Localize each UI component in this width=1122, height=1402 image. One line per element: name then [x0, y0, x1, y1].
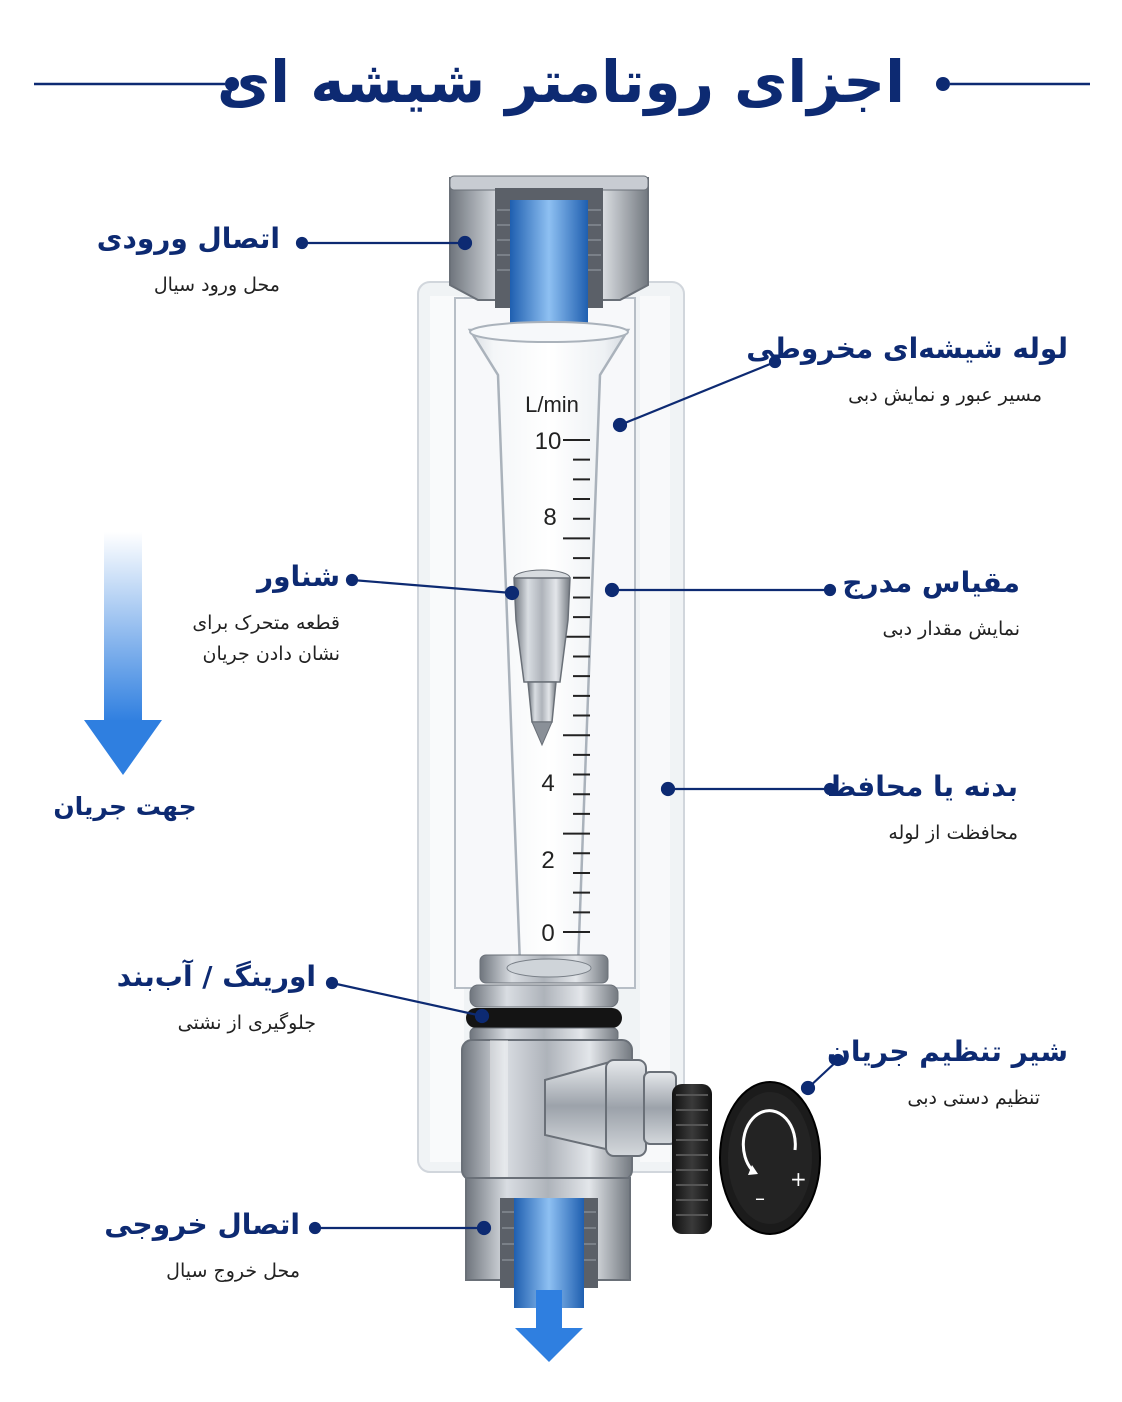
scale-label-10: 10	[535, 428, 562, 455]
outlet-flow-arrow	[515, 1290, 583, 1362]
flow-direction-arrow	[84, 532, 162, 775]
label-body: بدنه یا محافظ محافظت از لوله	[827, 770, 1018, 849]
knob-minus-label: –	[755, 1186, 765, 1210]
scale-ticks	[563, 439, 590, 933]
label-float: شناور قطعه متحرک برای نشان دادن جریان	[192, 560, 340, 670]
float-desc: قطعه متحرک برای نشان دادن جریان	[192, 608, 340, 671]
float	[513, 569, 571, 747]
label-oring: اورینگ / آب‌بند جلوگیری از نشتی	[117, 960, 316, 1039]
float-desc-line1: قطعه متحرک برای	[192, 611, 340, 634]
scale-title: مقیاس مدرج	[842, 566, 1020, 599]
valve-body	[461, 1039, 677, 1181]
page-title: اجزای روتامتر شیشه ای	[217, 48, 905, 116]
float-desc-line2: نشان دادن جریان	[202, 642, 340, 665]
valve-title: شیر تنظیم جریان	[826, 1035, 1068, 1068]
inlet-desc: محل ورود سیال	[153, 273, 280, 296]
scale-desc: نمایش مقدار دبی	[882, 617, 1020, 640]
tube-desc: مسیر عبور و نمایش دبی	[848, 383, 1042, 406]
body-desc: محافظت از لوله	[888, 821, 1018, 844]
label-outlet: اتصال خروجی محل خروج سیال	[104, 1208, 300, 1287]
label-inlet: اتصال ورودی محل ورود سیال	[97, 222, 280, 301]
leader-lines	[295, 235, 845, 1236]
oring-title: اورینگ / آب‌بند	[116, 960, 316, 993]
outlet-fitting	[465, 1177, 631, 1308]
label-valve: شیر تنظیم جریان تنظیم دستی دبی	[827, 1035, 1068, 1114]
tube-title: لوله شیشه‌ای مخروطی	[746, 332, 1068, 365]
inlet-title: اتصال ورودی	[96, 222, 280, 255]
scale-label-2: 2	[541, 847, 554, 874]
outlet-desc: محل خروج سیال	[166, 1259, 300, 1282]
outlet-title: اتصال خروجی	[104, 1208, 300, 1241]
valve-desc: تنظیم دستی دبی	[907, 1086, 1040, 1109]
inlet-fitting	[449, 175, 649, 330]
flow-control-knob: – +	[672, 1081, 821, 1235]
label-scale: مقیاس مدرج نمایش مقدار دبی	[842, 566, 1020, 645]
scale-unit: L/min	[525, 392, 579, 417]
flow-direction-label: جهت جریان	[53, 792, 197, 821]
oring-seal	[466, 954, 622, 1043]
knob-plus-label: +	[790, 1167, 807, 1191]
scale-label-0: 0	[541, 920, 554, 947]
scale-label-8: 8	[543, 504, 556, 531]
body-title: بدنه یا محافظ	[826, 770, 1018, 803]
oring-desc: جلوگیری از نشتی	[177, 1011, 316, 1034]
label-tube: لوله شیشه‌ای مخروطی مسیر عبور و نمایش دب…	[746, 332, 1068, 411]
scale-label-4: 4	[541, 770, 554, 797]
float-title: شناور	[256, 560, 340, 593]
title-decoration	[34, 77, 1090, 91]
